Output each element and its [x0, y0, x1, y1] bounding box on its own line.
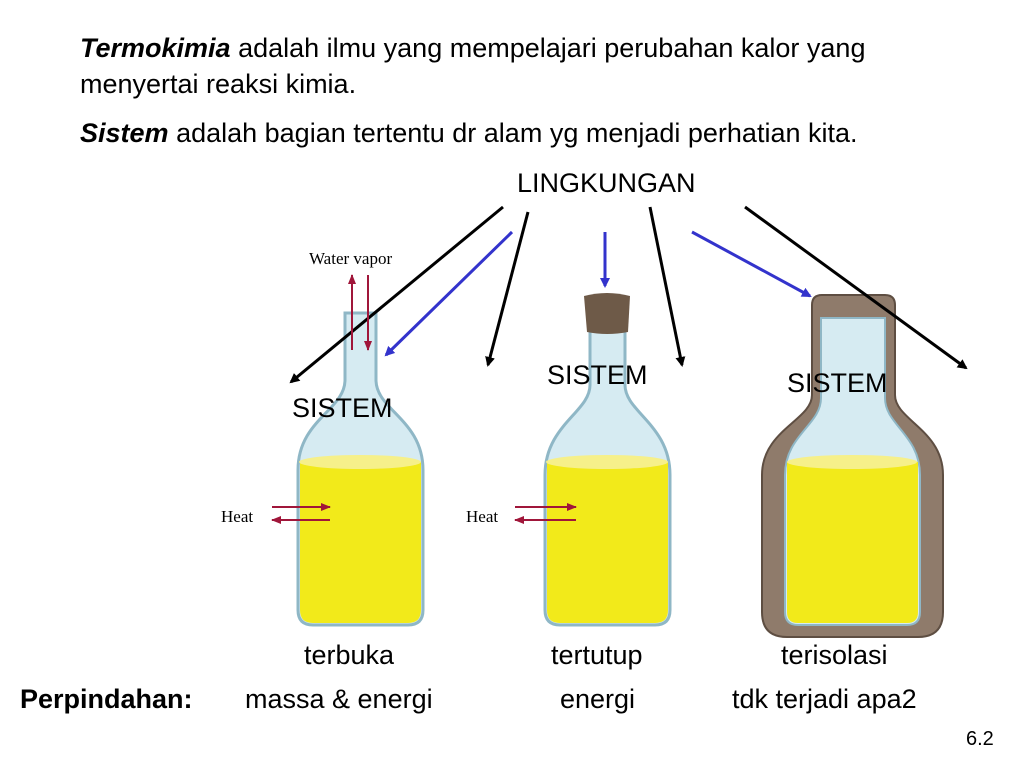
system-type-closed: tertutup: [551, 640, 643, 670]
term-termokimia: Termokimia: [80, 33, 231, 63]
system-label-closed: SISTEM: [547, 360, 648, 390]
system-label-open: SISTEM: [292, 393, 393, 423]
water-vapor-label: Water vapor: [309, 249, 393, 268]
definition-sistem-text: adalah bagian tertentu dr alam yg menjad…: [176, 118, 858, 148]
term-sistem: Sistem: [80, 118, 169, 148]
slide-number: 6.2: [966, 728, 994, 750]
surroundings-arrow-1: [289, 205, 504, 384]
surroundings-arrow-4: [744, 205, 968, 370]
transfer-closed: energi: [560, 684, 636, 714]
exchange-arrow-open: [384, 230, 514, 357]
transfer-label: Perpindahan:: [20, 684, 193, 714]
transfer-open: massa & energi: [245, 684, 433, 714]
system-type-isolated: terisolasi: [781, 640, 888, 670]
transfer-isolated: tdk terjadi apa2: [732, 684, 917, 714]
definition-termokimia: Termokimia adalah ilmu yang mempelajari …: [80, 30, 980, 102]
open-system-bottle: [296, 311, 425, 627]
heat-label-2: Heat: [466, 507, 499, 526]
exchange-arrow-isolated: [691, 230, 812, 298]
definition-termokimia-text: adalah ilmu yang mempelajari perubahan k…: [80, 33, 866, 99]
heat-label-1: Heat: [221, 507, 254, 526]
system-label-isolated: SISTEM: [787, 368, 888, 398]
definition-sistem: Sistem adalah bagian tertentu dr alam yg…: [80, 115, 980, 151]
closed-system-bottle: [543, 293, 672, 627]
cork-stopper: [584, 293, 630, 334]
isolated-system-bottle: [761, 294, 944, 638]
surroundings-arrow-3: [648, 206, 686, 367]
surroundings-label: LINGKUNGAN: [517, 168, 696, 198]
system-type-open: terbuka: [304, 640, 395, 670]
surroundings-arrow-2: [485, 211, 530, 367]
